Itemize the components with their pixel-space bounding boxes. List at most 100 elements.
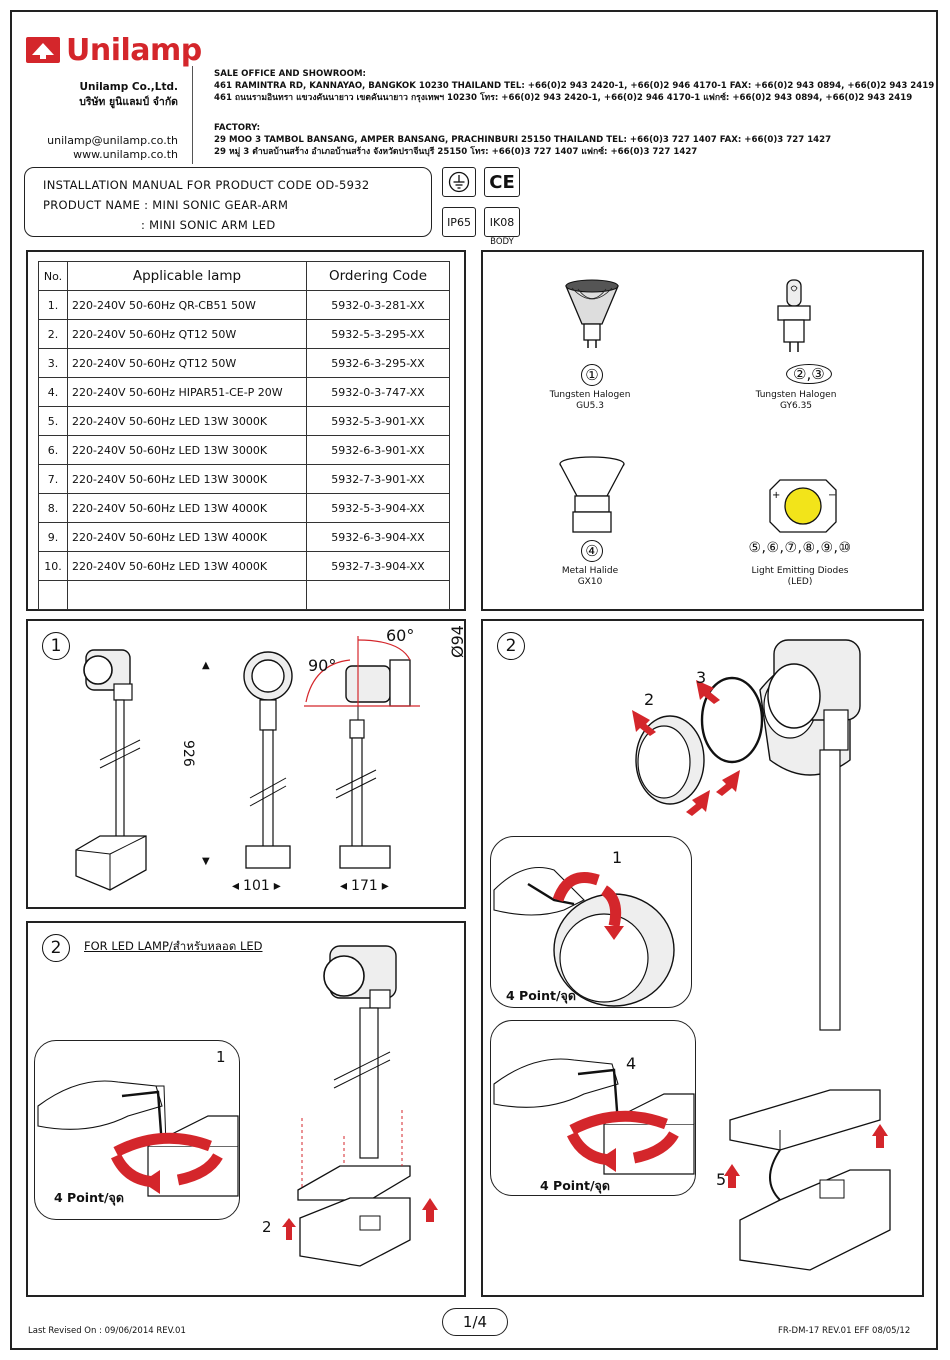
page-number: 1/4 <box>442 1308 508 1336</box>
svg-text:−: − <box>828 490 836 501</box>
lamp-table-panel <box>26 250 466 611</box>
company-website[interactable]: www.unilamp.co.th <box>73 148 178 161</box>
lens-screw-drawing <box>493 866 675 1007</box>
row-lamp: 220-240V 50-60Hz QT12 50W <box>67 319 307 349</box>
row-lamp <box>67 580 307 610</box>
base-points-label: 4 Point/จุด <box>540 1178 610 1193</box>
ip-rating-badge: IP65 <box>442 207 476 237</box>
row-code: 5932-6-3-901-XX <box>306 435 450 465</box>
lamp-type-4-name: Metal Halide <box>561 566 619 576</box>
row-number: 9. <box>38 522 68 552</box>
row-code: 5932-6-3-904-XX <box>306 522 450 552</box>
fixture-pole-drawing <box>767 639 861 1031</box>
row-number: 10. <box>38 551 68 581</box>
lamp-type-2-number: ②,③ <box>786 364 832 384</box>
base-assembly-step-label: 5 <box>716 1170 727 1189</box>
row-code: 5932-7-3-904-XX <box>306 551 450 581</box>
height-arrow-bottom: ▼ <box>202 856 210 867</box>
lamp-type-4-base: GX10 <box>577 577 603 587</box>
product-name-led: : MINI SONIC ARM LED <box>141 218 276 232</box>
row-code <box>306 580 450 610</box>
led-chip-icon: + − <box>769 479 837 533</box>
base-hex-key-drawing <box>493 1058 695 1175</box>
row-lamp: 220-240V 50-60Hz QR-CB51 50W <box>67 290 307 320</box>
up-arrow-icon <box>282 1218 296 1240</box>
row-code: 5932-6-3-295-XX <box>306 348 450 378</box>
row-number: 6. <box>38 435 68 465</box>
col-no: No. <box>38 261 68 291</box>
svg-text:+: + <box>772 490 780 501</box>
gy635-lamp-icon <box>777 279 811 352</box>
row-lamp: 220-240V 50-60Hz LED 13W 3000K <box>67 435 307 465</box>
fixture-perspective-drawing <box>75 649 147 891</box>
lamp-types-panel <box>481 250 924 611</box>
manual-title: INSTALLATION MANUAL FOR PRODUCT CODE OD-… <box>43 178 370 192</box>
base-box-drawing <box>724 1089 891 1271</box>
row-number: 1. <box>38 290 68 320</box>
row-number: 2. <box>38 319 68 349</box>
lamp-type-5-number: ⑤,⑥,⑦,⑧,⑨,⑩ <box>748 540 852 556</box>
row-lamp: 220-240V 50-60Hz LED 13W 4000K <box>67 522 307 552</box>
company-name-th: บริษัท ยูนิแลมป์ จำกัด <box>79 96 178 108</box>
product-name: PRODUCT NAME : MINI SONIC GEAR-ARM <box>43 198 289 212</box>
lamp-type-4-label: Metal Halide GX10 <box>530 566 650 588</box>
row-number: 5. <box>38 406 68 436</box>
row-code: 5932-0-3-281-XX <box>306 290 450 320</box>
led-assembly-step-label: 2 <box>262 1218 272 1236</box>
led-hex-key-drawing <box>37 1080 239 1197</box>
dimensions-panel <box>26 619 466 909</box>
lamp-type-1-name: Tungsten Halogen <box>549 390 631 400</box>
factory-address-th: 29 หมู่ 3 ตำบลบ้านสร้าง อำเภอบ้านสร้าง จ… <box>214 147 698 157</box>
diameter-dimension: Ø94 <box>448 625 467 658</box>
step-2-number: 2 <box>497 632 525 660</box>
col-lamp: Applicable lamp <box>67 261 307 291</box>
company-email[interactable]: unilamp@unilamp.co.th <box>47 134 178 147</box>
company-contacts: unilamp@unilamp.co.th www.unilamp.co.th <box>8 134 178 162</box>
brand-logo: Unilamp <box>26 32 202 68</box>
row-code: 5932-0-3-747-XX <box>306 377 450 407</box>
led-section-title: FOR LED LAMP/สำหรับหลอด LED <box>84 939 263 953</box>
lamp-type-2-num: ②,③ <box>786 364 832 384</box>
row-code: 5932-5-3-904-XX <box>306 493 450 523</box>
lamp-type-1-label: Tungsten Halogen GU5.3 <box>530 390 650 412</box>
step-1-number: 1 <box>42 632 70 660</box>
row-lamp: 220-240V 50-60Hz LED 13W 3000K <box>67 464 307 494</box>
factory-address-en: 29 MOO 3 TAMBOL BANSANG, AMPER BANSANG, … <box>214 135 832 145</box>
row-number: 4. <box>38 377 68 407</box>
lamp-type-1-number: ① <box>581 364 603 386</box>
row-number: 7. <box>38 464 68 494</box>
height-dimension: 926 <box>180 740 196 767</box>
header-divider <box>192 66 193 164</box>
row-lamp: 220-240V 50-60Hz QT12 50W <box>67 348 307 378</box>
row-code: 5932-5-3-295-XX <box>306 319 450 349</box>
front-width-dimension: ◂101▸ <box>232 878 281 894</box>
row-number <box>38 580 68 610</box>
sale-office-address-th: 461 ถนนรามอินทรา แขวงคันนายาว เขตคันนายา… <box>214 93 913 103</box>
gu53-lamp-icon <box>565 279 619 348</box>
led-callout-step: 1 <box>216 1048 226 1066</box>
sale-office-address-en: 461 RAMINTRA RD, KANNAYAO, BANGKOK 10230… <box>214 81 935 91</box>
form-code: FR-DM-17 REV.01 EFF 08/05/12 <box>778 1326 911 1336</box>
ground-badge <box>442 167 476 197</box>
height-arrow-top: ▲ <box>202 660 210 671</box>
step-2-led-number: 2 <box>42 934 70 962</box>
fixture-front-view <box>243 651 293 869</box>
screw-step-label: 1 <box>612 848 623 867</box>
lamp-type-5-label: Light Emitting Diodes (LED) <box>738 566 862 588</box>
ce-badge: CE <box>484 167 520 197</box>
lamp-table-header: No. Applicable lamp Ordering Code <box>38 261 450 291</box>
sale-office-block: SALE OFFICE AND SHOWROOM: 461 RAMINTRA R… <box>214 68 934 104</box>
gx10-lamp-icon <box>559 456 625 533</box>
row-number: 8. <box>38 493 68 523</box>
row-lamp: 220-240V 50-60Hz LED 13W 4000K <box>67 493 307 523</box>
earth-ground-icon <box>448 171 470 193</box>
